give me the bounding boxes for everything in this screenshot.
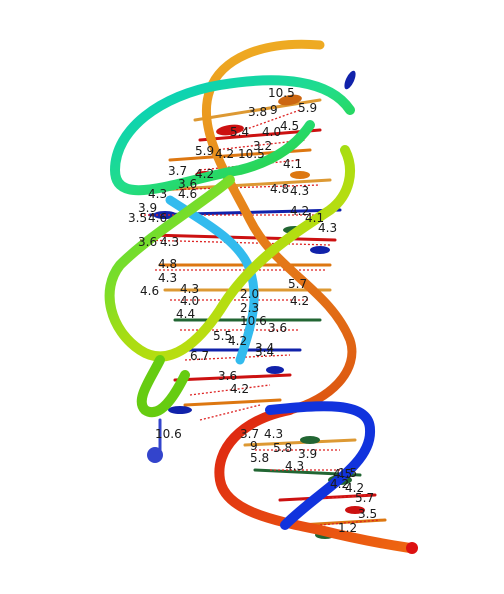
distance-label: 6.7: [190, 349, 209, 363]
distance-label: 4.0: [180, 294, 199, 308]
distance-label: 4.2: [228, 334, 247, 348]
distance-label: 5.4: [230, 125, 249, 139]
distance-label: 5.5: [213, 329, 232, 343]
distance-label: 3.7: [168, 164, 187, 178]
distance-label: 4.6: [140, 284, 159, 298]
distance-label: 4.2: [345, 481, 364, 495]
distance-label: 5.7: [288, 277, 307, 291]
distance-label: 9: [250, 439, 258, 453]
distance-label: 3.8: [248, 105, 267, 119]
distance-label: 3.5: [358, 507, 377, 521]
distance-label: 4.8: [158, 257, 177, 271]
distance-label: 4.3: [160, 235, 179, 249]
distance-label: 1.5: [338, 466, 357, 480]
distance-label: 4.3: [285, 459, 304, 473]
distance-label: 9: [270, 103, 278, 117]
distance-label: 4.3: [318, 221, 337, 235]
distance-label: 4.2: [290, 294, 309, 308]
distance-label: 3.9: [138, 201, 157, 215]
distance-label: 2.3: [240, 301, 259, 315]
distance-label: 10.5: [238, 147, 265, 161]
distance-label: 3.4: [255, 345, 274, 359]
distance-label: 5.8: [250, 451, 269, 465]
distance-label: 4.2: [195, 167, 214, 181]
distance-label: 4.8: [270, 182, 289, 196]
distance-label: 4.3: [158, 271, 177, 285]
distance-label: 4.3: [264, 427, 283, 441]
distance-label: 10.6: [155, 427, 182, 441]
distance-label: 3.6: [268, 321, 287, 335]
distance-label: 3.9: [298, 447, 317, 461]
distance-label: 5.9: [195, 144, 214, 158]
distance-label: 4.2: [330, 477, 349, 491]
distance-label: 5.8: [273, 441, 292, 455]
distance-label: 4.6: [178, 187, 197, 201]
distance-label: 4.5: [280, 119, 299, 133]
distance-label: 3.6: [178, 177, 197, 191]
distance-label: 3.5: [128, 211, 147, 225]
distance-label: 2.0: [240, 287, 259, 301]
distance-label: 5.9: [298, 101, 317, 115]
distance-label: 3.2: [253, 139, 272, 153]
distance-label: 10.5: [268, 86, 295, 100]
distance-label: 3.6: [138, 235, 157, 249]
distance-label: 5.7: [355, 491, 374, 505]
distance-label: 1.2: [338, 521, 357, 535]
distance-label: 4.0: [262, 125, 281, 139]
distance-label: 3.6: [218, 369, 237, 383]
distance-label: 4.4: [176, 307, 195, 321]
backbone-tubes: [104, 39, 418, 554]
distance-label: 3.4: [255, 341, 274, 355]
distance-label: 4.6: [148, 211, 167, 225]
distance-label: 4.3: [290, 184, 309, 198]
distance-label: 4.3: [180, 282, 199, 296]
distance-label: 4.1: [305, 211, 324, 225]
distance-label: 4.2: [290, 204, 309, 218]
distance-label: 4.1: [283, 157, 302, 171]
distance-label: 4.3: [148, 187, 167, 201]
distance-label: 10.6: [240, 314, 267, 328]
distance-label: 4.2: [230, 382, 249, 396]
distance-label: 4.2: [215, 147, 234, 161]
distance-label: 4.5: [333, 467, 352, 481]
distance-label: 3.7: [240, 427, 259, 441]
